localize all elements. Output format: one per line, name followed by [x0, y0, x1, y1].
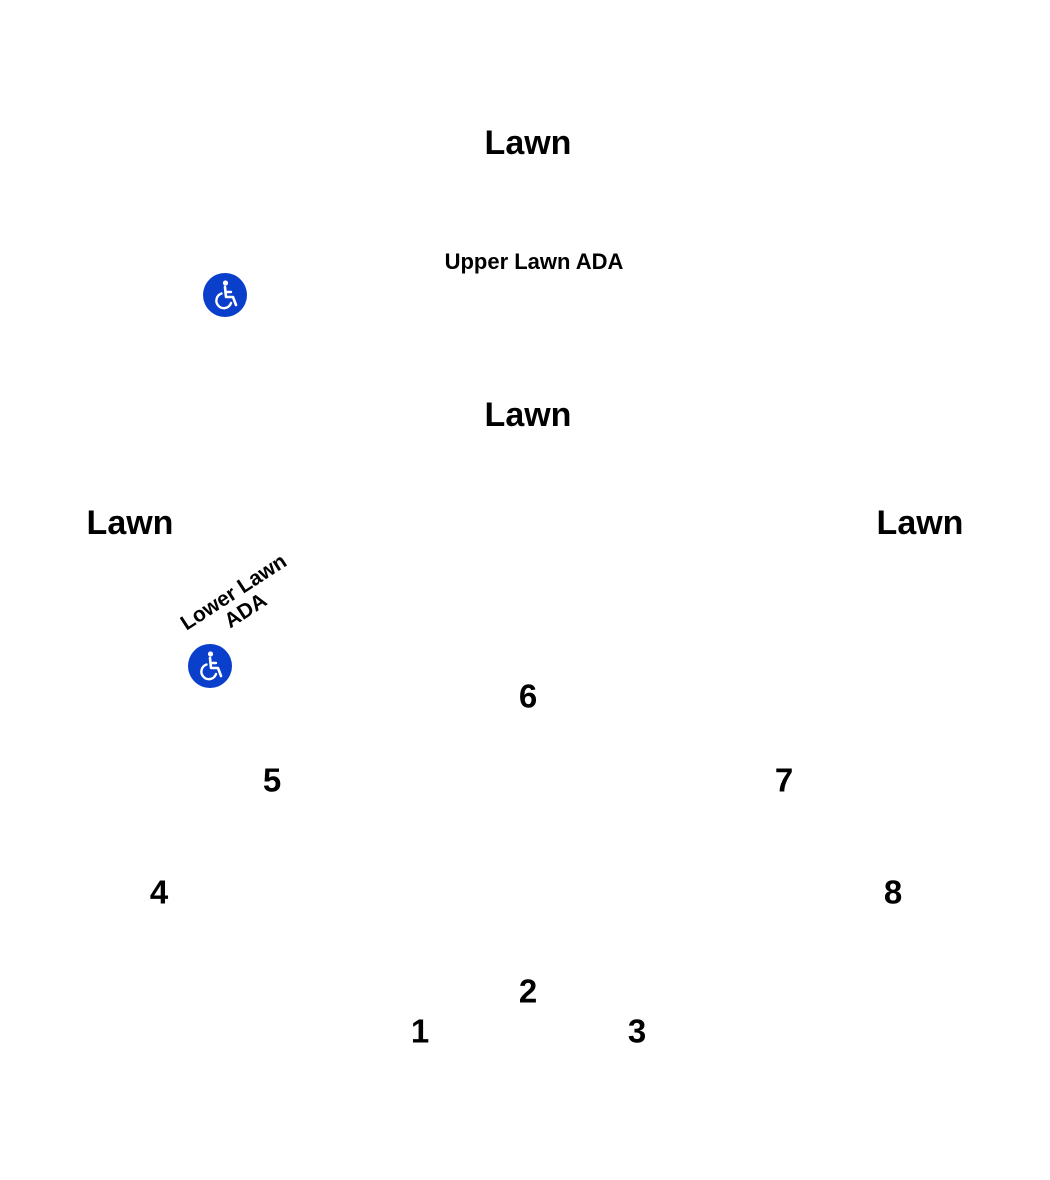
section-5[interactable]: 5 — [262, 761, 282, 799]
section-2[interactable]: 2 — [518, 972, 538, 1010]
lawn-label-right: Lawn — [876, 504, 964, 542]
wheelchair-icon — [202, 272, 248, 318]
section-3[interactable]: 3 — [627, 1012, 647, 1050]
section-8[interactable]: 8 — [883, 873, 903, 911]
lawn-label-top: Lawn — [484, 124, 572, 162]
wheelchair-icon — [187, 643, 233, 689]
section-4[interactable]: 4 — [149, 873, 169, 911]
section-6[interactable]: 6 — [518, 677, 538, 715]
lower-lawn-ada-label: Lower Lawn ADA — [177, 550, 303, 653]
lawn-label-middle: Lawn — [484, 396, 572, 434]
lawn-label-left: Lawn — [86, 504, 174, 542]
section-7[interactable]: 7 — [774, 761, 794, 799]
upper-lawn-ada-label: Upper Lawn ADA — [444, 249, 624, 274]
section-1[interactable]: 1 — [410, 1012, 430, 1050]
